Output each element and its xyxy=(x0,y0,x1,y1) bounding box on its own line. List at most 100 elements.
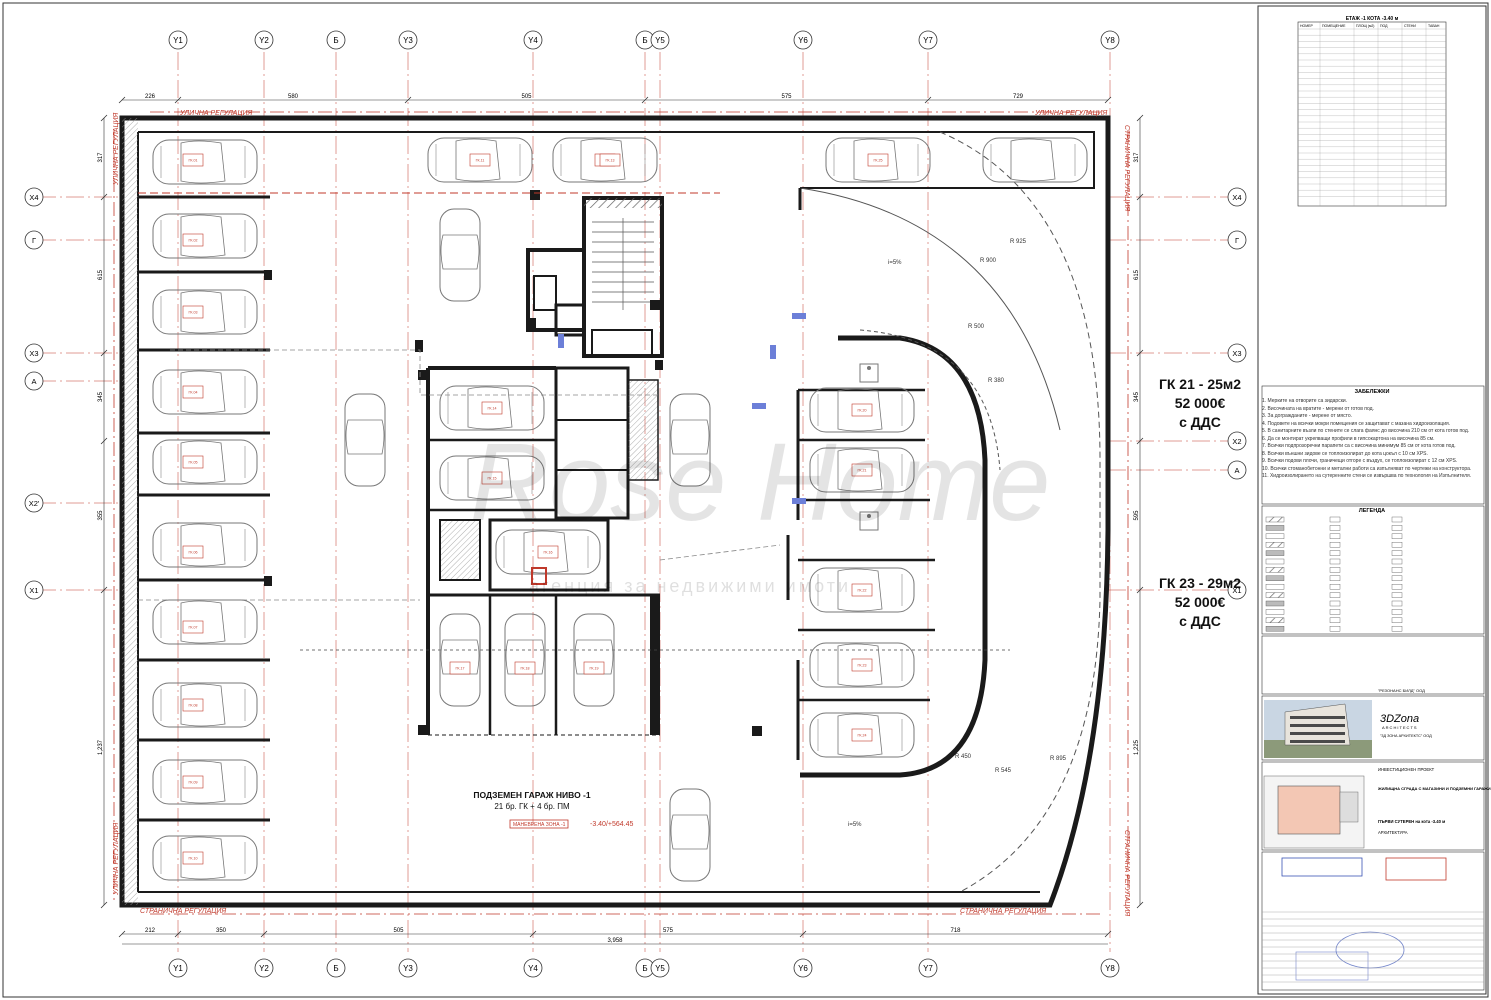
utility-lines xyxy=(138,192,1010,651)
svg-text:i=5%: i=5% xyxy=(848,822,862,828)
grid-row-label: X4 xyxy=(29,193,38,202)
dimension-tick xyxy=(1136,193,1144,201)
car-symbol xyxy=(573,613,615,707)
grid-row-label: А xyxy=(1234,466,1239,475)
side-regulation-right: СТРАНИЧНА РЕГУЛАЦИЯ xyxy=(1123,125,1130,211)
grid-col-label: Y4 xyxy=(528,36,538,45)
price-block-vat: с ДДС xyxy=(1179,414,1221,430)
dimension-label: 505 xyxy=(521,94,532,100)
grid-col-bubble xyxy=(254,958,274,978)
legend-swatch xyxy=(1265,550,1285,556)
grid-col-label: Y2 xyxy=(259,964,269,973)
grid-row-bubble xyxy=(1227,580,1247,600)
legend-swatch xyxy=(1391,550,1403,556)
grid-axes: Y1Y1Y2Y2ББY3Y3Y4Y4ББY5Y5Y6Y6Y7Y7Y8Y8X4ГX… xyxy=(24,30,1247,978)
note-item: 4. Подовете на всички мокри помещения се… xyxy=(1262,420,1451,427)
drawing-name: ПЪРВИ СУТЕРЕН на кота -3.40 м xyxy=(1378,819,1445,824)
watermark-tagline: агенция за недвижими имоти xyxy=(529,576,851,596)
price-block-vat: с ДДС xyxy=(1179,613,1221,629)
dimension-tick xyxy=(1104,930,1112,938)
grid-col-bubble xyxy=(918,30,938,50)
dimension-tick xyxy=(100,349,108,357)
level-mark: -3.40/+564.45 xyxy=(590,821,634,828)
street-regulation-top-left: УЛИЧНА РЕГУЛАЦИЯ xyxy=(179,110,253,117)
note-item: 1. Мерките на отворите са зидарски. xyxy=(1262,398,1348,404)
garage-label: ГК.11 xyxy=(476,159,485,163)
legend-swatch xyxy=(1265,575,1285,581)
dimension-label: 345 xyxy=(1134,391,1140,402)
dimension-tick xyxy=(260,930,268,938)
dimension-label: 1,237 xyxy=(98,739,104,755)
car-symbol xyxy=(439,613,481,707)
svg-text:R 500: R 500 xyxy=(968,324,985,330)
dimension-tick xyxy=(118,930,126,938)
car-symbol xyxy=(152,139,258,185)
note-item: 10. Всички стоманобетонни и метални рабо… xyxy=(1262,465,1472,472)
plan-subtitle: 21 бр. ГК + 4 бр. ПМ xyxy=(494,802,570,811)
price-block-price: 52 000€ xyxy=(1174,594,1226,610)
garage-label-box xyxy=(851,463,873,477)
garage-label-box xyxy=(867,153,889,167)
table-header-0: НОМЕР xyxy=(1300,24,1314,28)
garage-label-box xyxy=(182,153,204,167)
legend-swatch xyxy=(1391,542,1403,548)
garage-label-box xyxy=(851,583,873,597)
garage-label-box xyxy=(182,455,204,469)
dimension-tick xyxy=(100,437,108,445)
legend-swatch xyxy=(1265,626,1285,632)
garage-label-box xyxy=(182,698,204,712)
garage-label-box xyxy=(851,658,873,672)
grid-col-label: Y8 xyxy=(1105,36,1115,45)
legend-swatch xyxy=(1329,584,1341,590)
grid-col-label: Y6 xyxy=(798,36,808,45)
dimension-label: 615 xyxy=(98,269,104,280)
room-table-title: ЕТАЖ -1 КОТА -3.40 м xyxy=(1346,16,1399,22)
table-header-4: СТЕНИ xyxy=(1404,24,1416,28)
grid-col-bubble xyxy=(326,30,346,50)
car-symbol xyxy=(504,613,546,707)
car-symbol xyxy=(152,439,258,485)
legend-swatch xyxy=(1391,525,1403,531)
garage-label-box xyxy=(182,233,204,247)
legend-swatch xyxy=(1329,592,1341,598)
car-symbol xyxy=(669,788,711,882)
grid-col-bubble xyxy=(650,30,670,50)
garage-label: ГК.09 xyxy=(188,781,197,785)
grid-col-bubble xyxy=(326,958,346,978)
dimension-tick xyxy=(118,96,126,104)
note-item: 7. Всички подпрозоречни парапети са с ви… xyxy=(1262,443,1456,449)
garage-label: ГК.17 xyxy=(455,667,464,671)
grid-col-bubble xyxy=(793,958,813,978)
grid-row-bubble xyxy=(24,371,44,391)
grid-col-label: Y6 xyxy=(798,964,808,973)
garage-label: ГК.23 xyxy=(857,664,866,668)
grid-row-bubble xyxy=(24,493,44,513)
grid-row-bubble xyxy=(24,343,44,363)
garage-label-box xyxy=(851,403,873,417)
garage-label-box xyxy=(481,471,503,485)
garage-label: ГК.16 xyxy=(543,551,552,555)
grid-col-bubble xyxy=(523,958,543,978)
car-symbol xyxy=(344,393,386,487)
svg-text:R 545: R 545 xyxy=(995,768,1012,774)
dimension-label: 212 xyxy=(145,928,156,934)
garage-label: ГК.15 xyxy=(487,477,496,481)
dimension-label: 1,225 xyxy=(1134,739,1140,755)
grid-row-label: X1 xyxy=(29,586,38,595)
garage-label: ГК.18 xyxy=(520,667,529,671)
legend-swatch xyxy=(1391,558,1403,565)
legend-swatch xyxy=(1329,609,1341,615)
site-plan-thumbnail xyxy=(1263,775,1365,849)
table-header-3: ПОД xyxy=(1380,24,1388,28)
watermark-logo: Rose Home xyxy=(470,421,1051,544)
architect-company: "3Д ЗОНА АРХИТЕКТС" ООД xyxy=(1380,734,1432,738)
legend-swatch xyxy=(1391,575,1403,581)
grid-row-label: Г xyxy=(32,236,36,245)
dimension-tick xyxy=(924,96,932,104)
radius-annotations: R 925 R 900 R 500 R 380 R 450 R 545 R 89… xyxy=(848,239,1067,828)
price-block-title: ГК 23 - 29м2 xyxy=(1158,575,1242,591)
legend-swatch xyxy=(1265,609,1285,615)
notes-title: ЗАБЕЛЕЖКИ xyxy=(1355,389,1390,395)
grid-row-label: А xyxy=(31,377,36,386)
grid-col-label: Y4 xyxy=(528,964,538,973)
